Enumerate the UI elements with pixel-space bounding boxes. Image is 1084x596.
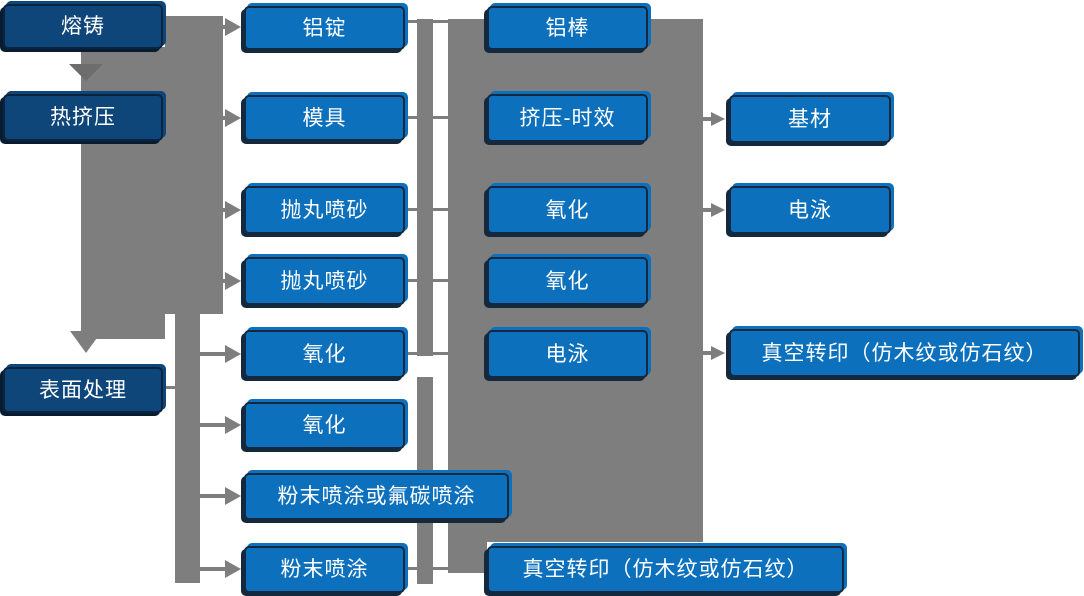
block-arrow-right-icon-1	[711, 112, 725, 126]
arrow-right-icon-row-1	[225, 18, 241, 36]
main-gray-block-foot	[448, 542, 487, 573]
flow-node-oxidation-1: 氧化	[244, 330, 405, 378]
arrow-right-icon-row-6	[225, 416, 241, 434]
block-arrow-right-icon-3	[711, 346, 725, 360]
arrow-stem-row-2	[198, 116, 226, 120]
flow-node-powder-or-fluorocarbon-coating: 粉末喷涂或氟碳喷涂	[244, 473, 509, 520]
flow-node-hot-extrusion: 热挤压	[3, 94, 163, 141]
flow-node-aluminum-rod: 铝棒	[487, 6, 648, 50]
arrow-stem-row-5	[198, 352, 226, 356]
flow-node-electrophoresis-1: 电泳	[487, 330, 648, 378]
arrow-right-icon-row-2	[225, 109, 241, 127]
flow-node-mold: 模具	[244, 95, 405, 141]
flow-node-electrophoresis-2: 电泳	[729, 186, 891, 234]
arrow-stem-row-4	[198, 279, 226, 283]
link-line-powder-coating	[405, 567, 485, 570]
flow-node-extrusion-aging: 挤压-时效	[487, 94, 648, 142]
surface-treatment-link-line	[163, 386, 180, 389]
flow-node-vacuum-transfer-print-bottom: 真空转印（仿木纹或仿石纹）	[487, 546, 844, 593]
arrow-stem-row-3	[198, 208, 226, 212]
arrow-right-icon-row-8	[225, 560, 241, 578]
arrow-right-icon-row-3	[225, 201, 241, 219]
arrow-stem-row-7	[198, 494, 226, 498]
flow-node-oxidation-3: 氧化	[487, 186, 648, 234]
left-trunk-upper	[165, 16, 223, 314]
arrow-stem-row-1	[198, 25, 226, 29]
arrow-stem-row-8	[198, 567, 226, 571]
arrow-right-icon-row-5	[225, 345, 241, 363]
arrow-down-icon-to-hot-extrusion	[69, 64, 103, 81]
block-arrow-stem-1	[701, 117, 712, 121]
mid-bar-upper	[417, 19, 433, 356]
flow-node-powder-coating: 粉末喷涂	[244, 546, 405, 593]
flow-node-aluminum-ingot: 铝锭	[244, 6, 405, 50]
block-arrow-right-icon-2	[711, 203, 725, 217]
flow-node-melting-casting: 熔铸	[3, 4, 163, 49]
flow-node-substrate: 基材	[729, 95, 891, 143]
arrow-right-icon-row-4	[225, 272, 241, 290]
flow-node-oxidation-4: 氧化	[487, 257, 648, 305]
arrow-right-icon-row-7	[225, 487, 241, 505]
arrow-down-icon-to-surface-treatment	[70, 331, 102, 353]
block-arrow-stem-3	[701, 351, 712, 355]
flow-node-shot-blasting-2: 抛丸喷砂	[244, 257, 405, 305]
arrow-stem-row-6	[198, 423, 226, 427]
flow-node-vacuum-transfer-print-right: 真空转印（仿木纹或仿石纹）	[729, 329, 1080, 377]
left-wide-bar	[81, 47, 165, 339]
flow-node-shot-blasting-1: 抛丸喷砂	[244, 186, 405, 234]
flow-node-oxidation-2: 氧化	[244, 402, 405, 449]
left-trunk-lower	[175, 312, 200, 583]
block-arrow-stem-2	[701, 208, 712, 212]
flow-node-surface-treatment: 表面处理	[3, 367, 163, 413]
